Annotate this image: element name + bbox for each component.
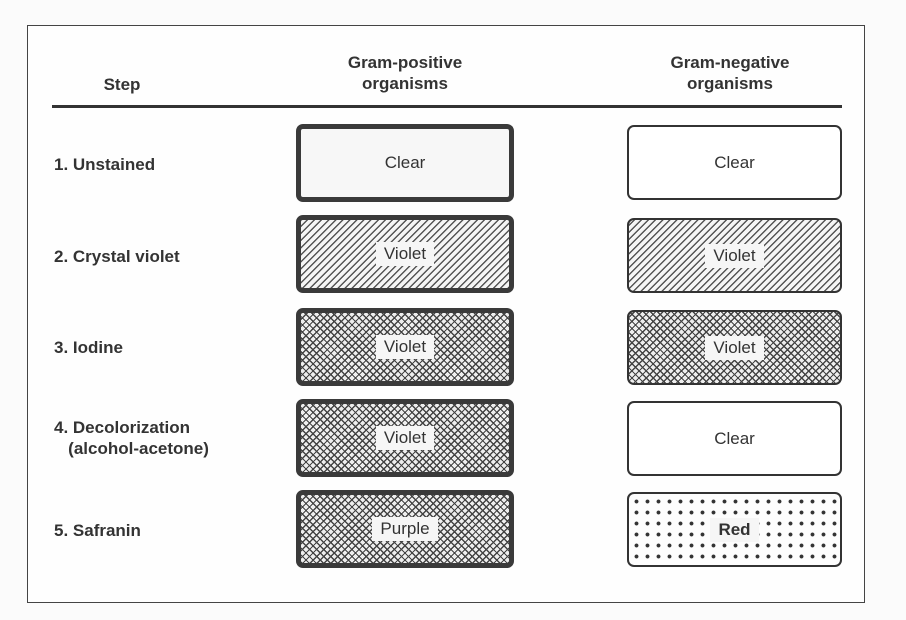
gram-negative-cell-decolorization: Clear [627, 401, 842, 476]
gram-negative-decolorization-label: Clear [714, 428, 755, 448]
gram-positive-cell-unstained: Clear [296, 124, 514, 202]
step-5-label: 5. Safranin [54, 521, 141, 540]
gram-negative-unstained-label: Clear [714, 152, 755, 172]
gram-negative-cell-crystal-violet: Violet [627, 218, 842, 293]
gram-negative-crystal-violet-label: Violet [705, 243, 764, 268]
step-2-label: 2. Crystal violet [54, 247, 180, 266]
gram-positive-safranin-label: Purple [372, 517, 438, 541]
gram-positive-unstained-label: Clear [384, 153, 426, 172]
header-divider [52, 105, 842, 108]
gram-positive-cell-decolorization: Violet [296, 399, 514, 477]
step-4-label: 4. Decolorization (alcohol-acetone) [54, 418, 209, 458]
gram-negative-cell-unstained: Clear [627, 125, 842, 200]
gram-positive-decolorization-label: Violet [375, 426, 435, 450]
step-1-label: 1. Unstained [54, 155, 156, 174]
step-column-header: Step [103, 75, 141, 94]
gram-positive-cell-crystal-violet: Violet [296, 215, 514, 293]
gram-positive-cell-safranin: Purple [296, 490, 514, 568]
gram-positive-cell-iodine: Violet [296, 308, 514, 386]
gram-negative-cell-iodine: Violet [627, 310, 842, 385]
gram-negative-cell-safranin: Red [627, 492, 842, 567]
step-3-label: 3. Iodine [54, 338, 123, 357]
gram-negative-column-header: Gram-negative organisms [670, 53, 790, 93]
gram-negative-safranin-label: Red [710, 517, 759, 542]
gram-positive-crystal-violet-label: Violet [375, 242, 435, 266]
gram-positive-column-header: Gram-positive organisms [347, 53, 463, 93]
gram-positive-iodine-label: Violet [375, 335, 435, 359]
gram-negative-iodine-label: Violet [705, 335, 764, 360]
